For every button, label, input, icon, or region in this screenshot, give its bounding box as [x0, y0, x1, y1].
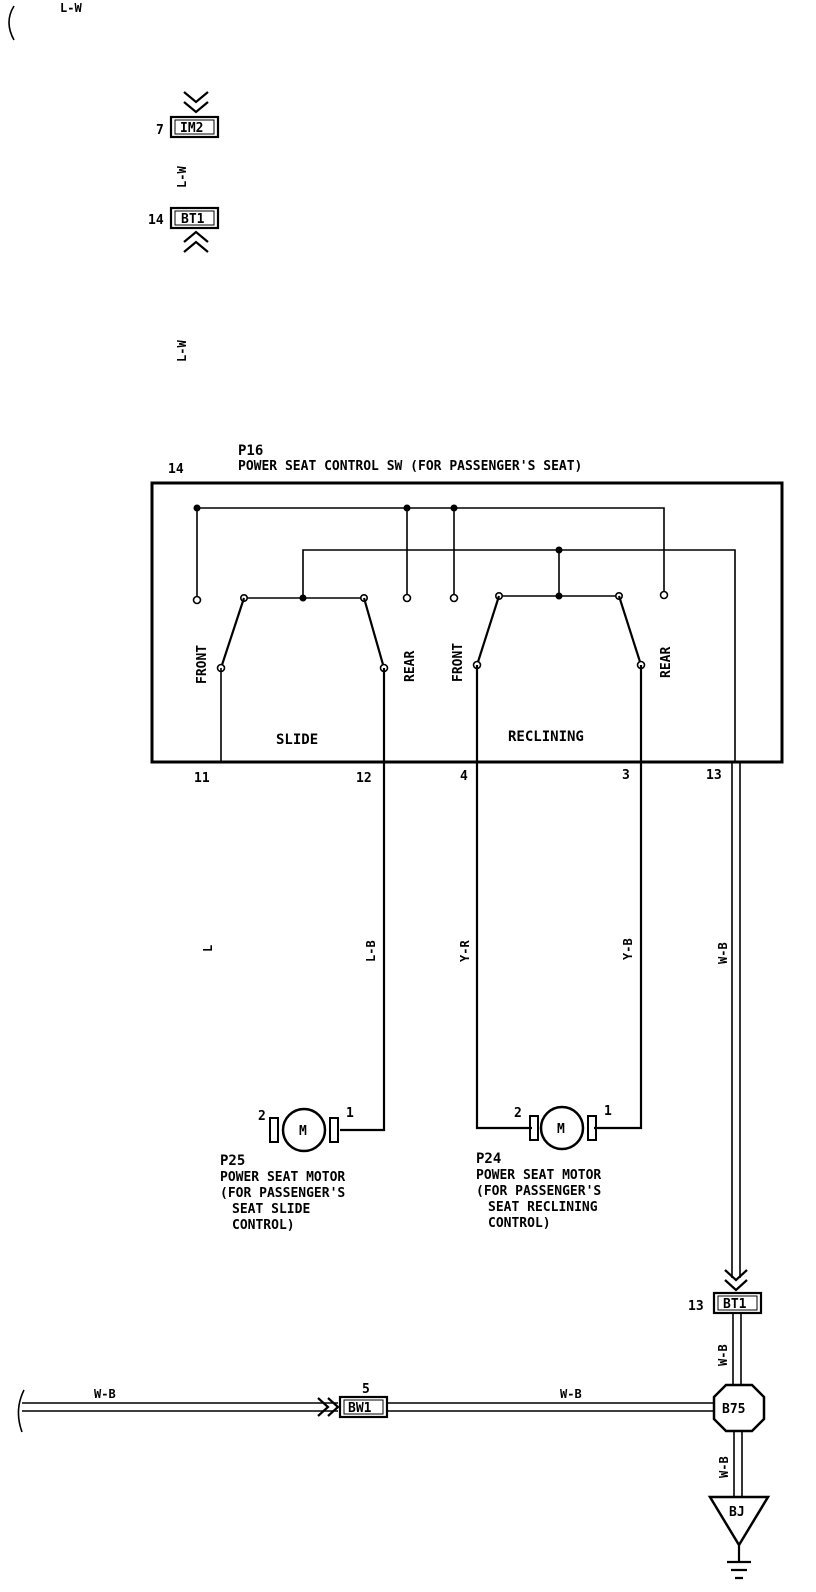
page-bracket-bottom	[17, 1389, 25, 1433]
switch-pin-13: 13	[706, 768, 722, 783]
motor-slide-line4: CONTROL)	[232, 1218, 295, 1233]
slide-rear-label: REAR	[403, 651, 418, 682]
bw1-inner	[343, 1399, 384, 1415]
slide-arm-left	[219, 597, 246, 669]
slide-front-label: FRONT	[195, 645, 210, 684]
slide-arm-right	[362, 597, 386, 669]
switch-id: P16	[238, 443, 263, 459]
recline-front-label: FRONT	[451, 643, 466, 682]
contact	[449, 593, 459, 603]
slide-label: SLIDE	[276, 732, 318, 748]
bus-top	[197, 507, 665, 592]
page-bracket	[8, 5, 15, 41]
switch-pin-12: 12	[356, 771, 372, 786]
motor-recline-line2: (FOR PASSENGER'S	[476, 1184, 601, 1199]
bt1-lower-connector	[712, 1291, 763, 1315]
bus-ground	[302, 549, 736, 762]
motor-slide-pin-2: 2	[258, 1109, 266, 1124]
motor-recline-line3: SEAT RECLINING	[488, 1200, 598, 1215]
bt1-lower-label: BT1	[723, 1297, 747, 1312]
motor-slide-symbol: M	[299, 1124, 307, 1139]
reclining-label: RECLINING	[508, 729, 584, 745]
bt1-upper-connector	[169, 206, 220, 230]
wire-label-w-b-ground: W-B	[717, 1456, 731, 1478]
recline-arm-right	[617, 595, 643, 666]
recline-arm-left	[475, 595, 501, 666]
im2-connector	[169, 115, 220, 139]
motor-recline-pin-2: 2	[514, 1106, 522, 1121]
motor-slide-line1: POWER SEAT MOTOR	[220, 1170, 345, 1185]
junction	[193, 504, 201, 512]
motor-terminal-right	[329, 1117, 339, 1143]
motor-slide-line2: (FOR PASSENGER'S	[220, 1186, 345, 1201]
wire-label-l-b: L-B	[364, 940, 378, 962]
connector-arrow-right-icon	[317, 1397, 340, 1417]
bj-label: BJ	[729, 1505, 745, 1520]
motor-slide-id: P25	[220, 1153, 245, 1169]
junction	[555, 592, 563, 600]
wire-l-b	[340, 668, 386, 1132]
switch-box	[150, 481, 784, 764]
switch-pin-3: 3	[622, 768, 630, 783]
wire-label-y-b: Y-B	[621, 938, 635, 960]
wire-label-w-b-bt1: W-B	[716, 1344, 730, 1366]
contact	[402, 593, 412, 603]
im2-inner	[174, 119, 215, 135]
junction	[450, 504, 458, 512]
junction	[299, 594, 307, 602]
motor-terminal-left	[529, 1115, 539, 1141]
connector-arrow-up-icon	[183, 230, 209, 253]
bt1-upper-inner	[174, 210, 215, 226]
im2-label: IM2	[180, 121, 203, 136]
motor-recline-symbol: M	[557, 1122, 565, 1137]
wire-label-l: L	[201, 945, 215, 952]
ground-icon	[727, 1545, 751, 1580]
top-wire-label: L-W	[60, 1, 82, 15]
motor-recline-line4: CONTROL)	[488, 1216, 551, 1231]
motor-recline-line1: POWER SEAT MOTOR	[476, 1168, 601, 1183]
wire-label-l-w-1: L-W	[175, 166, 189, 188]
wire-label-w-b-mid: W-B	[560, 1387, 582, 1401]
motor-terminal-left	[269, 1117, 279, 1143]
contact	[659, 590, 669, 600]
bw1-connector	[338, 1395, 389, 1419]
bw1-label: BW1	[348, 1401, 372, 1416]
im2-pin: 7	[156, 123, 164, 138]
motor-terminal-right	[587, 1115, 597, 1141]
b75-junction	[712, 1383, 766, 1433]
wire-label-y-r: Y-R	[458, 940, 472, 962]
wire-label-w-b-right: W-B	[716, 942, 730, 964]
wire-y-b	[594, 665, 643, 1130]
bw1-pin: 5	[362, 1382, 370, 1397]
junction	[403, 504, 411, 512]
recline-rear-label: REAR	[659, 647, 674, 678]
wire-label-w-b-left: W-B	[94, 1387, 116, 1401]
contact	[192, 595, 202, 605]
switch-pin-4: 4	[460, 769, 468, 784]
connector-arrow-down-icon	[724, 1269, 748, 1292]
b75-label: B75	[722, 1402, 745, 1417]
connector-arrow-down-icon	[183, 91, 209, 114]
motor-recline-id: P24	[476, 1151, 501, 1167]
motor-slide-line3: SEAT SLIDE	[232, 1202, 310, 1217]
motor-recline-icon	[539, 1105, 585, 1151]
motor-slide-pin-1: 1	[346, 1106, 354, 1121]
bj-ground-point	[707, 1495, 771, 1548]
switch-pin-11: 11	[194, 771, 210, 786]
switch-name: POWER SEAT CONTROL SW (FOR PASSENGER'S S…	[238, 459, 582, 474]
bt1-upper-label: BT1	[181, 212, 205, 227]
wire-label-l-w-2: L-W	[175, 340, 189, 362]
bt1-lower-inner	[717, 1295, 758, 1311]
switch-pin-14: 14	[168, 462, 184, 477]
wire-y-r	[475, 665, 532, 1130]
motor-recline-pin-1: 1	[604, 1104, 612, 1119]
bt1-lower-pin: 13	[688, 1299, 704, 1314]
bt1-upper-pin: 14	[148, 213, 164, 228]
motor-slide-icon	[281, 1107, 327, 1153]
